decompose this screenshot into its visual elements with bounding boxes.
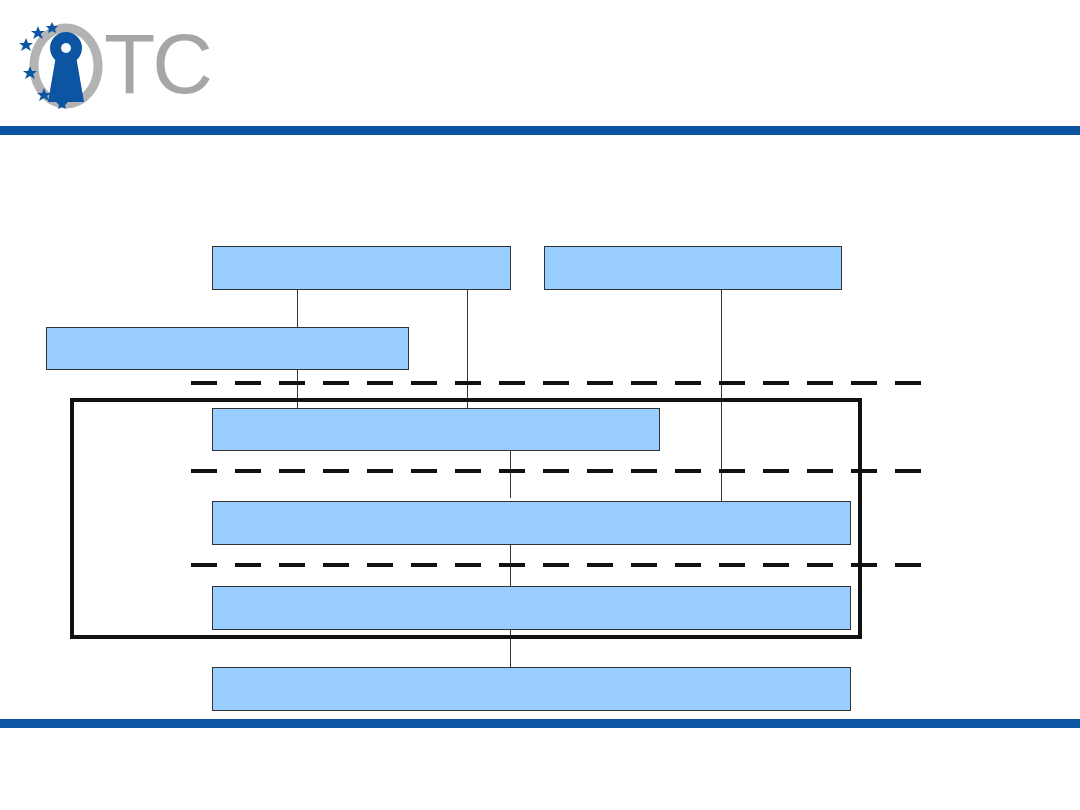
enclosing-frame bbox=[70, 398, 862, 639]
box-top-left bbox=[212, 246, 511, 290]
dashed-separator bbox=[191, 381, 936, 385]
box-layer-3 bbox=[212, 586, 851, 630]
box-side bbox=[46, 327, 409, 370]
box-top-right bbox=[544, 246, 842, 290]
box-bottom bbox=[212, 667, 851, 711]
dashed-separator bbox=[191, 563, 936, 567]
star-icon bbox=[19, 22, 68, 109]
connector-line bbox=[721, 284, 722, 502]
logo: TC bbox=[0, 0, 213, 115]
header-band bbox=[0, 126, 1080, 135]
dashed-separator bbox=[191, 469, 936, 473]
connector-line bbox=[510, 629, 511, 667]
footer-band bbox=[0, 719, 1080, 728]
connector-line bbox=[467, 289, 468, 409]
box-layer-2 bbox=[212, 501, 851, 545]
box-layer-1 bbox=[212, 408, 660, 451]
connector-line bbox=[510, 450, 511, 498]
logo-text: TC bbox=[104, 17, 213, 111]
